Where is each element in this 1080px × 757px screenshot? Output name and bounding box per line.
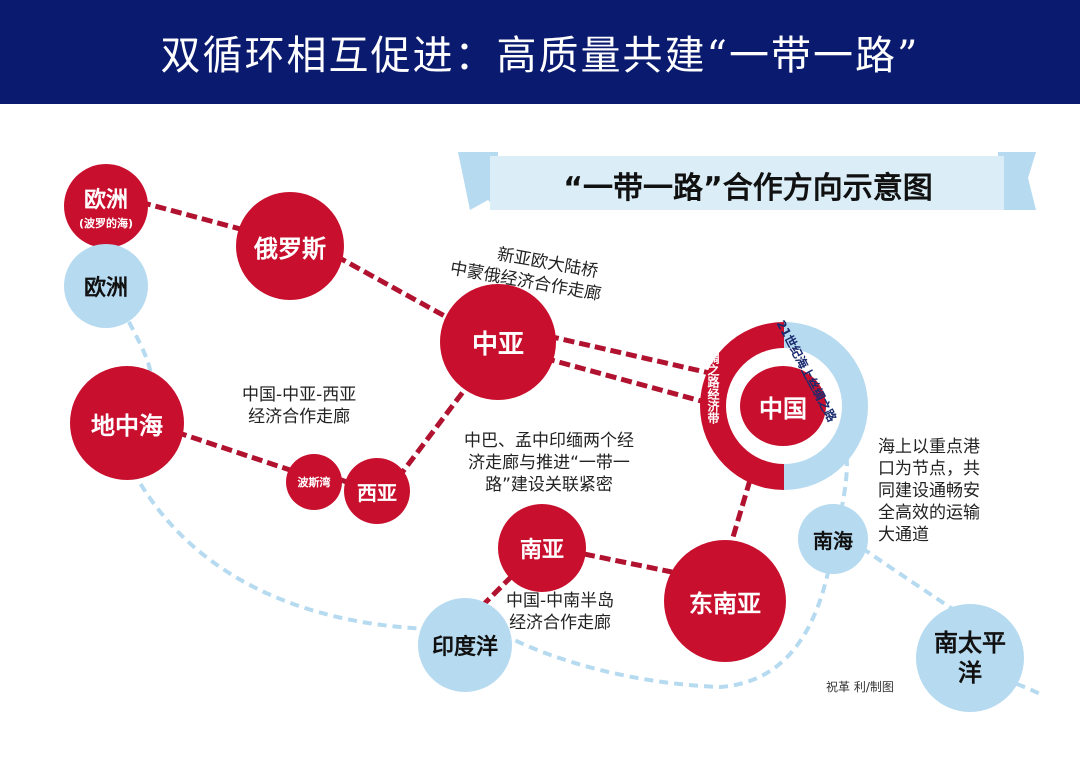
node-south-asia-label: 南亚 (519, 538, 564, 563)
corridor-indochina-label: 中国-中南半岛 经济合作走廊 (506, 590, 614, 634)
node-south-pacific: 南太平洋 (916, 604, 1024, 712)
node-west-asia: 西亚 (344, 458, 410, 524)
corridor-south-line2: 济走廊与推进“一带一 (468, 453, 630, 473)
node-west-asia-label: 西亚 (357, 480, 397, 505)
node-indian-ocean: 印度洋 (418, 598, 512, 692)
node-central-asia: 中亚 (440, 284, 556, 400)
slide-header: 双循环相互促进：高质量共建“一带一路” (0, 0, 1080, 104)
node-indian-ocean-label: 印度洋 (431, 635, 498, 660)
sea-note-line1: 海上以重点港 (878, 437, 980, 457)
corridor-west-label: 中国-中亚-西亚 经济合作走廊 (242, 384, 356, 428)
node-china-label: 中国 (759, 394, 807, 423)
node-europe-baltic-sub: (波罗的海) (78, 216, 134, 230)
corridor-south-label: 中巴、孟中印缅两个经 济走廊与推进“一带一 路”建设关联紧密 (464, 430, 634, 496)
node-southeast-asia-label: 东南亚 (689, 589, 761, 618)
node-south-china-sea-label: 南海 (813, 528, 853, 553)
corridor-south-line3: 路”建设关联紧密 (485, 475, 613, 495)
title-banner (458, 152, 1036, 210)
slide-title: 双循环相互促进：高质量共建“一带一路” (160, 33, 920, 79)
node-europe-baltic-label: 欧洲 (83, 187, 128, 213)
node-southeast-asia: 东南亚 (664, 540, 786, 662)
node-mediterranean: 地中海 (70, 366, 184, 480)
node-china: 中国 (740, 366, 826, 446)
corridor-west-line1: 中国-中亚-西亚 (242, 385, 357, 405)
land-routes (139, 199, 753, 606)
sea-note-line2: 口为节点，共 (878, 459, 980, 479)
node-south-china-sea: 南海 (798, 504, 868, 574)
node-europe-label: 欧洲 (83, 276, 128, 301)
image-credit: 祝革 利/制图 (826, 680, 894, 694)
node-south-pacific-label: 南太平洋 (934, 629, 1006, 687)
corridor-indochina-line1: 中国-中南半岛 (506, 591, 615, 611)
node-persian-gulf-label: 波斯湾 (297, 476, 331, 489)
node-europe-baltic: 欧洲 (波罗的海) (64, 164, 148, 248)
sea-note-line5: 大通道 (878, 525, 929, 545)
corridor-west-line2: 经济合作走廊 (248, 407, 351, 427)
corridor-indochina-line2: 经济合作走廊 (509, 613, 612, 633)
node-russia-label: 俄罗斯 (254, 234, 326, 263)
sea-note-label: 海上以重点港 口为节点，共 同建设通畅安 全高效的运输 大通道 (878, 436, 980, 546)
sea-note-line4: 全高效的运输 (878, 503, 980, 523)
corridor-south-line1: 中巴、孟中印缅两个经 (464, 431, 634, 451)
belt-road-diagram: 欧洲 (波罗的海) 俄罗斯 欧洲 中亚 地中海 波斯湾 西亚 南亚 东南亚 印度… (0, 104, 1080, 757)
node-mediterranean-label: 地中海 (91, 411, 163, 440)
node-russia: 俄罗斯 (236, 192, 344, 300)
diagram-title: “一带一路”合作方向示意图 (563, 171, 933, 206)
node-europe: 欧洲 (64, 244, 148, 328)
node-persian-gulf: 波斯湾 (286, 454, 342, 510)
node-central-asia-label: 中亚 (471, 329, 524, 360)
sea-note-line3: 同建设通畅安 (878, 481, 980, 501)
belt-arc-label: 丝绸之路经济带 (706, 340, 720, 424)
node-south-asia: 南亚 (498, 504, 586, 592)
